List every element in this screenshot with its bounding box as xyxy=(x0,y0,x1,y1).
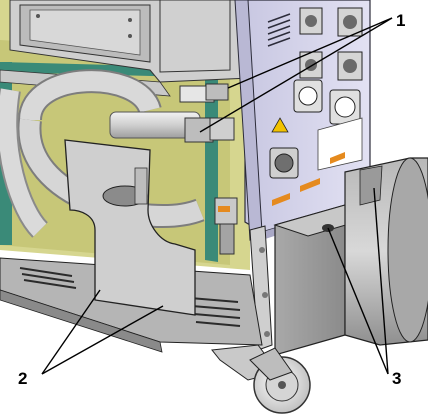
caster-wheel xyxy=(211,344,311,414)
front-bracket xyxy=(64,139,196,316)
callout-3-label: 3 xyxy=(392,369,401,388)
callout-leaders xyxy=(41,17,393,375)
callout-2-label: 2 xyxy=(18,369,27,388)
callout-1-label: 1 xyxy=(396,11,405,30)
cylinder-body xyxy=(344,157,428,346)
